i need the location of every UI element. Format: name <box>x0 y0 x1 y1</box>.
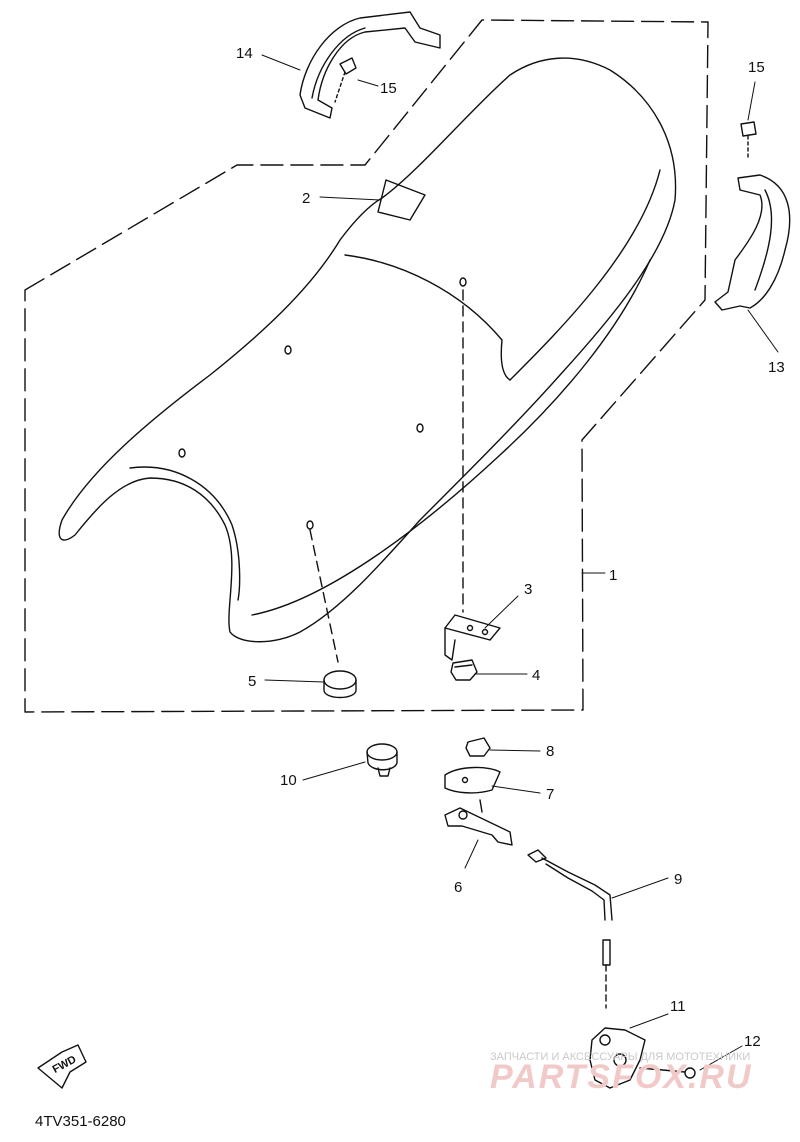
callout-4: 4 <box>532 667 540 684</box>
callout-12: 12 <box>744 1033 761 1050</box>
callout-14: 14 <box>236 45 253 62</box>
callout-5: 5 <box>248 673 256 690</box>
callout-9: 9 <box>674 871 682 888</box>
bolt-part-15-left <box>334 57 357 103</box>
damper-part-10 <box>366 743 398 777</box>
callout-1: 1 <box>609 567 617 584</box>
callout-8: 8 <box>546 743 554 760</box>
watermark-subtitle: ЗАПЧАСТИ И АКСЕССУАРЫ ДЛЯ МОТОТЕХНИКИ <box>490 1051 750 1063</box>
callout-6: 6 <box>454 879 462 896</box>
damper-part-5 <box>323 670 357 699</box>
watermark-brand: PARTSFOX.RU <box>490 1058 753 1096</box>
bolt-part-15-right <box>740 121 757 161</box>
callout-3: 3 <box>524 581 532 598</box>
bracket-part-3 <box>444 614 501 661</box>
seat-strap-part <box>377 179 426 221</box>
grab-bar-part-14 <box>299 11 441 119</box>
nut-part-4 <box>450 659 478 681</box>
callout-7: 7 <box>546 786 554 803</box>
bolt-part-12 <box>639 1067 696 1079</box>
callout-2: 2 <box>302 190 310 207</box>
seat-lock-part-11 <box>589 1027 646 1089</box>
seat-body <box>58 57 677 643</box>
callout-10: 10 <box>280 772 297 789</box>
plate-part-7 <box>444 766 501 794</box>
fwd-arrow-icon <box>37 1044 87 1089</box>
latch-bracket-part-6 <box>444 799 513 846</box>
callout-15-right: 15 <box>748 59 765 76</box>
assembly-boundary <box>24 19 709 713</box>
leader-lines <box>261 54 779 1071</box>
seat-lock-cable-part-9 <box>527 849 613 1009</box>
callout-labels: 2 14 15 15 13 1 3 4 5 10 8 7 6 9 11 12 <box>236 45 785 1050</box>
grab-bar-part-13 <box>714 174 791 311</box>
callout-15-left: 15 <box>380 80 397 97</box>
nut-part-8 <box>465 737 491 757</box>
diagram-code: 4TV351-6280 <box>35 1113 126 1130</box>
callout-13: 13 <box>768 359 785 376</box>
callout-11: 11 <box>670 998 686 1015</box>
